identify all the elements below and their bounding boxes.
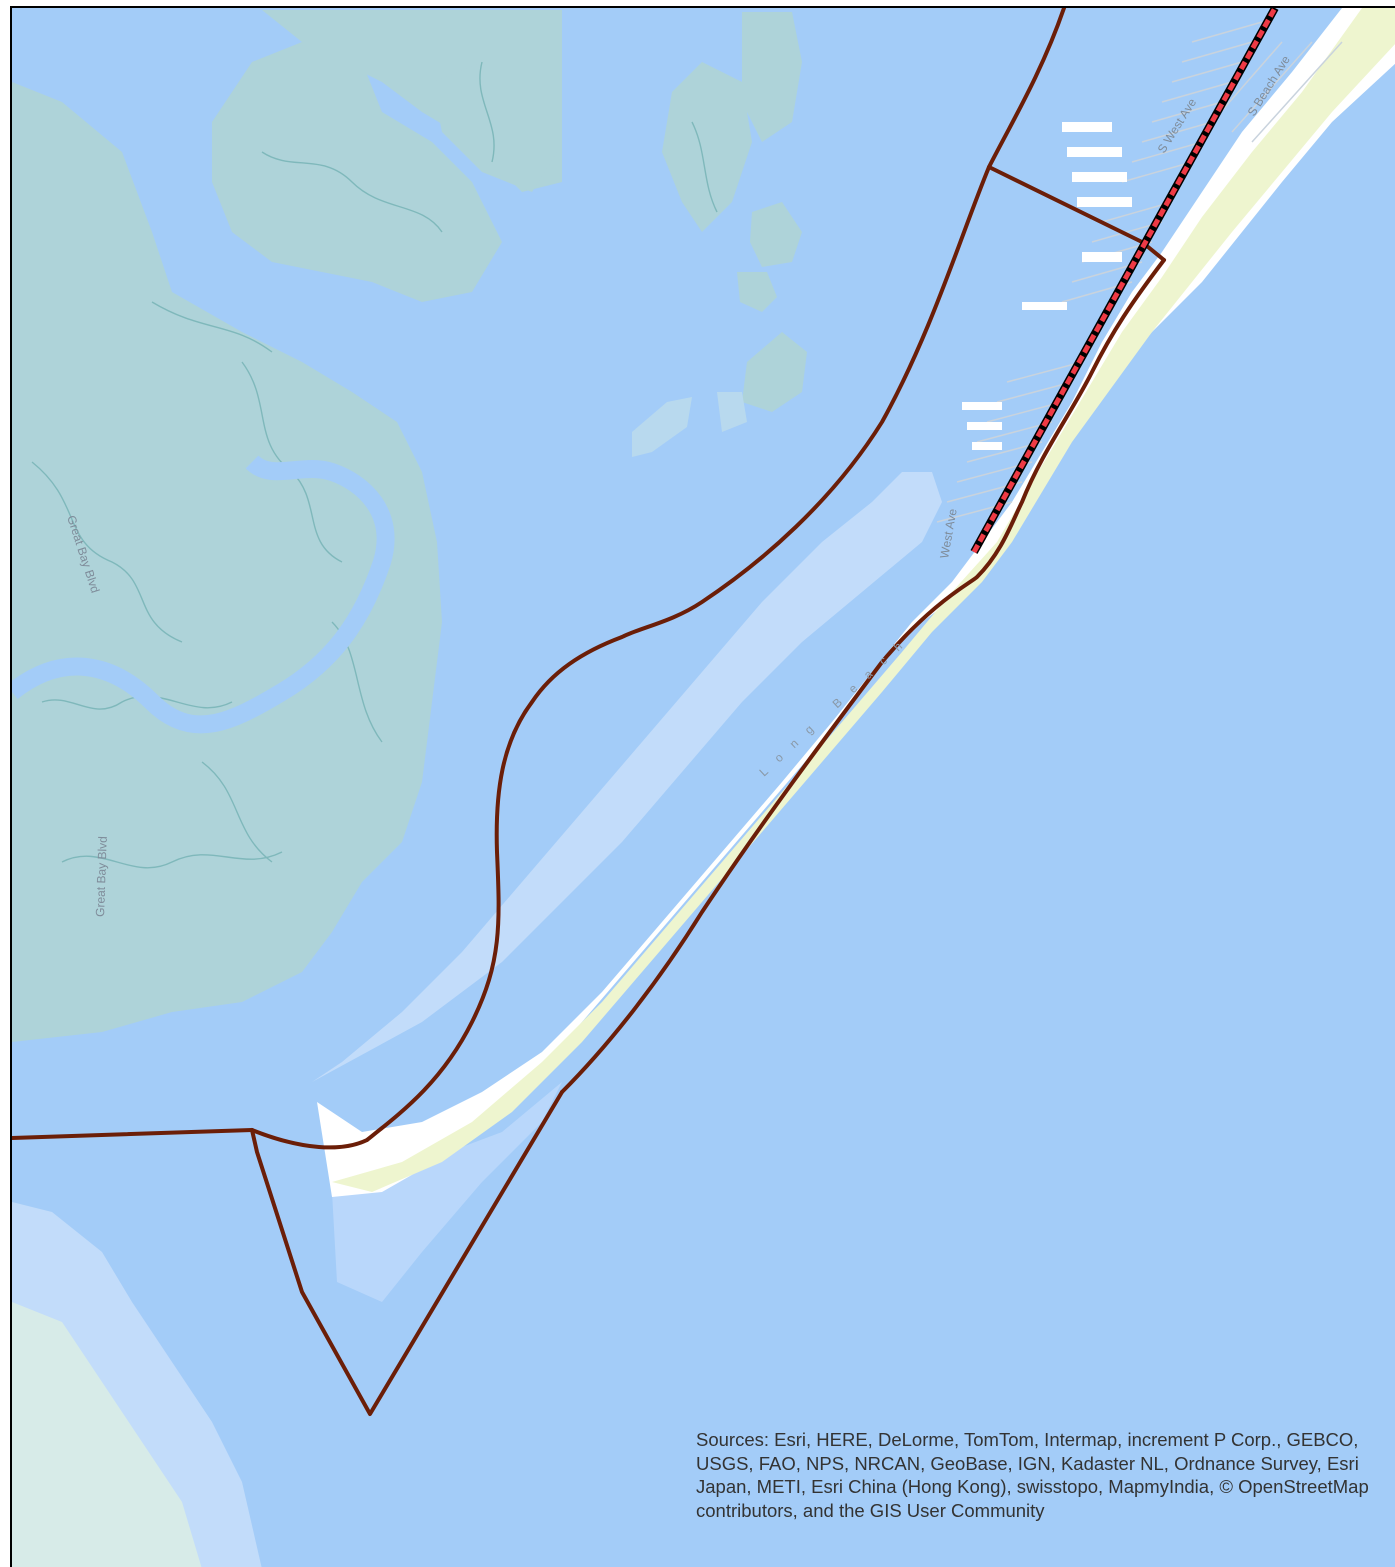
marsh-island-central [212,42,502,302]
marsh-island-small-2 [632,397,692,457]
map-canvas[interactable]: Great Bay Blvd Great Bay Blvd West Ave S… [12,8,1395,1567]
marsh-island-ne-4 [737,272,777,312]
boundary-west [12,1128,254,1140]
marsh-island-north-2 [432,62,557,192]
boundary-southwest [250,1090,564,1416]
marsh-channel [12,454,395,734]
label-great-bay-blvd-south: Great Bay Blvd [93,836,110,917]
marsh-island-ne-2 [742,12,802,142]
marsh-island-ne-1 [662,62,752,232]
southern-island [12,1302,202,1567]
marsh-island-ne-3 [750,202,802,267]
map-attribution: Sources: Esri, HERE, DeLorme, TomTom, In… [696,1429,1369,1521]
map-frame[interactable]: Great Bay Blvd Great Bay Blvd West Ave S… [10,6,1395,1567]
barrier-island-beach [332,8,1395,1192]
barrier-island-land [317,8,1395,1197]
marina-docks [962,122,1132,450]
marsh-streams [31,61,718,869]
marsh-island-small-1 [717,392,747,432]
inlet-shoal [332,1082,562,1302]
mainland-marsh [12,82,442,1042]
boundary-ocean [560,258,1166,1094]
boundary-inlet [250,1128,369,1150]
barrier-shoal [312,472,942,1082]
marsh-island-mid [742,332,807,412]
boundary-bay-north [365,8,1066,1142]
route-line [970,8,1279,554]
marsh-islands [12,10,807,1042]
